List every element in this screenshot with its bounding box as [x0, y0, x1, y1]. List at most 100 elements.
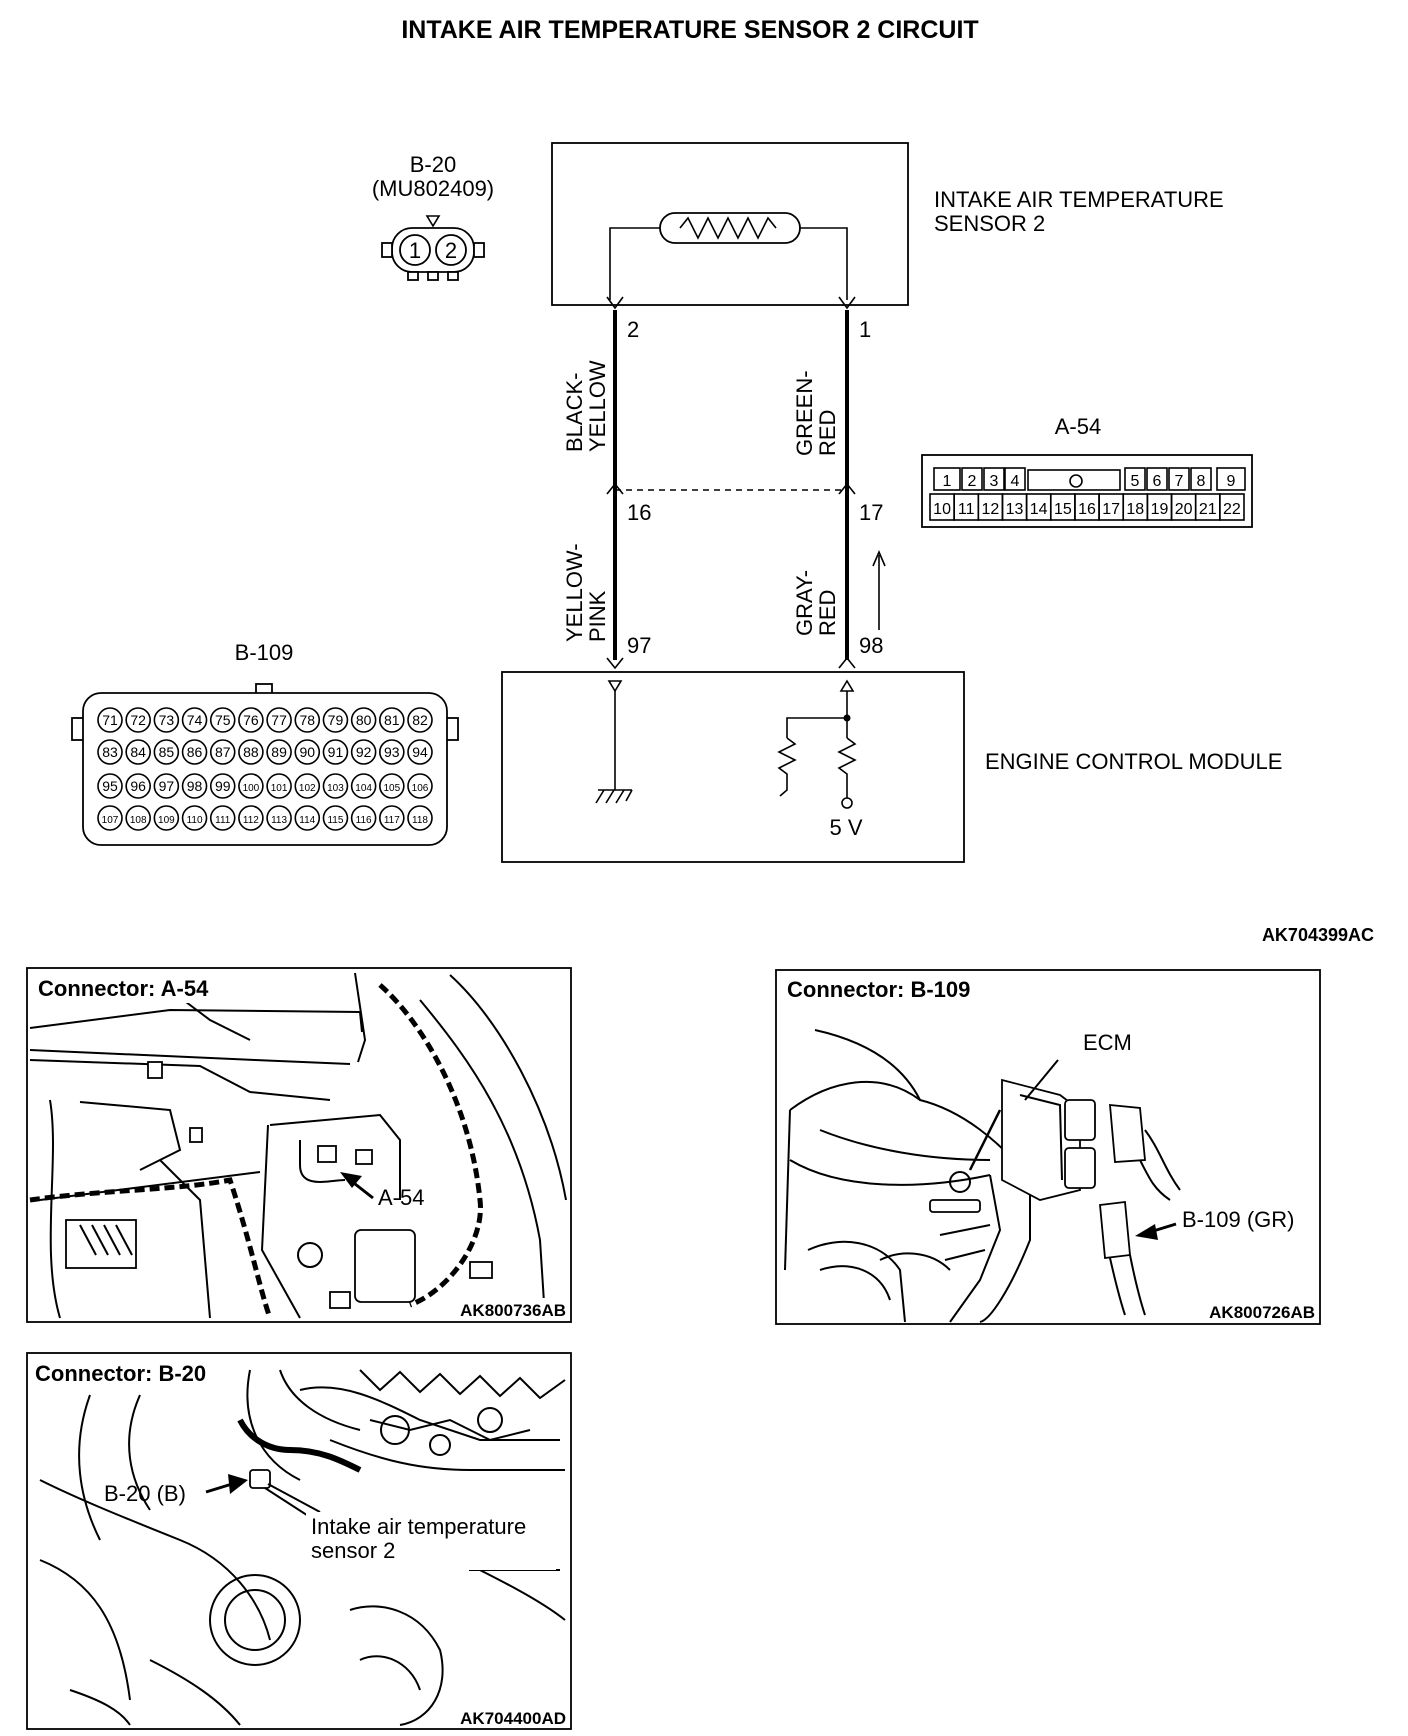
b109-pin-cavity	[238, 739, 264, 765]
b109-pin-label: 84	[130, 744, 146, 760]
a54-pin-label: 19	[1151, 501, 1169, 518]
wire-color-upper-left-2: YELLOW	[585, 360, 610, 452]
figure-code-top: AK704399AC	[1262, 925, 1374, 945]
ecm-input-marker-left	[607, 680, 623, 693]
b109-pin-label: 103	[327, 783, 344, 794]
a54-pin-label: 14	[1030, 501, 1048, 518]
b109-pin-label: 83	[102, 744, 118, 760]
a54-pin-label: 13	[1006, 501, 1024, 518]
b109-pin-cavity	[97, 739, 123, 765]
b109-pin-cavity	[209, 805, 236, 831]
a54-pin-label: 7	[1175, 473, 1184, 490]
b109-pin-cavity	[97, 773, 123, 799]
b109-pin-label: 78	[299, 712, 315, 728]
b109-pin-label: 107	[102, 815, 119, 826]
b109-pin-label: 110	[187, 815, 203, 826]
a54-key-recess	[1027, 469, 1121, 491]
a54-pin-label: 3	[990, 473, 999, 490]
b109-pin-cavity	[379, 707, 405, 733]
b109-pin-label: 105	[383, 783, 400, 794]
a54-pin-label: 2	[968, 473, 977, 490]
a54-pin-label: 18	[1126, 501, 1144, 518]
b109-pin-label: 100	[243, 783, 260, 794]
b20-tab	[407, 271, 419, 281]
b109-pin-label: 72	[130, 712, 146, 728]
wire-color-upper-right-1: GREEN-	[792, 370, 817, 456]
b109-pin-cavity	[350, 773, 377, 799]
b20-connector-part: (MU802409)	[372, 176, 494, 201]
b109-pin-label: 113	[271, 815, 287, 826]
b109-pin-cavity	[125, 773, 151, 799]
b20-callout-arrow	[205, 1474, 248, 1494]
b109-pin-cavity	[181, 739, 208, 765]
b109-pin-label: 75	[215, 712, 231, 728]
b109-pin-label: 92	[356, 744, 372, 760]
b109-pin-label: 85	[159, 744, 175, 760]
a54-pin-label: 20	[1175, 501, 1193, 518]
b109-pin-label: 97	[159, 778, 175, 794]
ecm-voltage: 5 V	[829, 815, 862, 840]
b109-pin-label: 79	[328, 712, 344, 728]
ecm-unit-illustration	[1001, 1059, 1181, 1316]
ecm-pin-right: 98	[859, 633, 883, 658]
b109-pin-cavity	[350, 805, 377, 831]
b109-pin-cavity	[379, 805, 405, 831]
sensor-pin-right: 1	[859, 317, 871, 342]
b109-pin-cavity	[379, 773, 405, 799]
a54-pin-label: 17	[1102, 501, 1120, 518]
a54-key-mark	[1069, 474, 1083, 488]
b109-pin-cavity	[181, 707, 208, 733]
b109-pin-cavity	[238, 805, 264, 831]
b109-pin-label: 77	[271, 712, 287, 728]
signal-direction-arrow	[872, 549, 886, 630]
b109-pin-label: 108	[130, 815, 147, 826]
sensor-internal-lead-right	[800, 227, 848, 300]
b109-pin-cavity	[125, 707, 151, 733]
b109-pin-cavity	[407, 805, 433, 831]
junction-pin-right: 17	[859, 500, 883, 525]
junction-pin-left: 16	[627, 500, 651, 525]
b109-connector-id: B-109	[235, 640, 294, 665]
wire-color-lower-left-2: PINK	[585, 590, 610, 642]
b109-pin-cavity	[407, 739, 433, 765]
a54-outline	[921, 454, 1253, 528]
b109-pin-label: 99	[215, 778, 231, 794]
b109-pin-cavity	[153, 773, 180, 799]
b109-pin-label: 117	[384, 815, 400, 826]
b109-pin-cavity	[294, 739, 321, 765]
b109-pin-label: 114	[299, 815, 315, 826]
b109-pin-cavity	[209, 707, 236, 733]
a54-pin-label: 16	[1078, 501, 1096, 518]
b109-pin-cavity	[407, 773, 433, 799]
wire-color-upper-right-2: RED	[815, 410, 840, 456]
b109-pin-cavity	[153, 805, 180, 831]
b109-pin-label: 101	[271, 783, 288, 794]
ecm-outline	[501, 671, 965, 863]
b109-pin-cavity	[238, 773, 264, 799]
ecm-pin-left: 97	[627, 633, 651, 658]
b109-pin-cavity	[97, 805, 123, 831]
a54-pin-label: 21	[1199, 501, 1217, 518]
b109-pin-cavity	[379, 739, 405, 765]
a54-pin-label: 6	[1153, 473, 1162, 490]
b109-pin-cavity	[181, 773, 208, 799]
a54-callout-arrow	[340, 1172, 374, 1200]
panel-a54-illustration	[29, 972, 567, 1319]
b109-pin-label: 115	[327, 815, 343, 826]
b109-pin-label: 116	[356, 815, 372, 826]
b109-pin-cavity	[125, 805, 151, 831]
b20-tab	[427, 271, 439, 281]
a54-pin-label: 10	[933, 501, 951, 518]
b109-pin-cavity	[266, 739, 292, 765]
b109-pin-label: 87	[215, 744, 231, 760]
b109-pin-cavity	[322, 773, 349, 799]
a54-pin-label: 9	[1227, 473, 1236, 490]
b109-pin-cavity	[153, 739, 180, 765]
sensor-pin-left: 2	[627, 317, 639, 342]
panel-b109-callout: B-109 (GR)	[1182, 1207, 1294, 1232]
panel-a54-code: AK800736AB	[460, 1301, 566, 1320]
module-box-icon	[354, 1229, 416, 1303]
a54-pin-label: 4	[1011, 473, 1020, 490]
b109-pin-label: 112	[243, 815, 259, 826]
